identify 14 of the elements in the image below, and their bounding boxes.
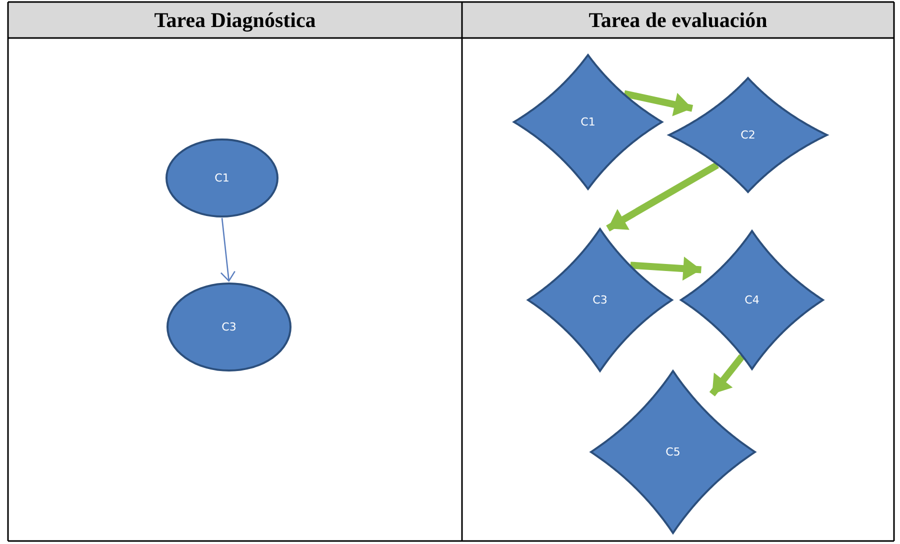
node-label: C3 (592, 294, 608, 306)
arrow (606, 162, 720, 232)
arrow (624, 90, 694, 116)
column-header: Tarea de evaluación (588, 8, 768, 32)
arrow (630, 256, 702, 281)
arrow (220, 218, 236, 282)
arrow (709, 354, 745, 396)
column-header: Tarea Diagnóstica (154, 8, 316, 32)
node-label: C1 (214, 172, 230, 184)
node-label: C3 (222, 320, 236, 334)
node-label: C1 (580, 116, 596, 128)
node-label: C4 (744, 294, 760, 306)
node-label: C5 (666, 446, 680, 458)
node-label: C2 (740, 128, 756, 142)
